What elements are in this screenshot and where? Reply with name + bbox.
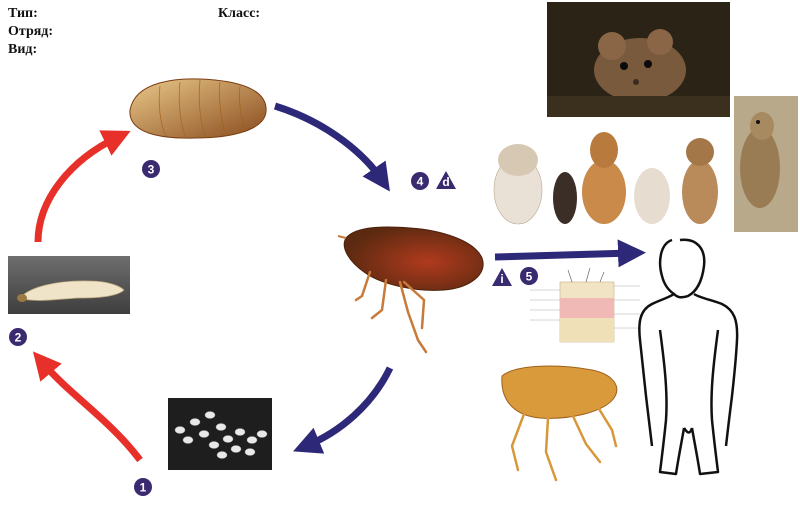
arrow-larva-to-pupa: [34, 130, 131, 243]
svg-text:4: 4: [417, 175, 424, 189]
arrow-adult-to-host: [494, 239, 646, 268]
dogs-and-cats-photo: [488, 130, 736, 232]
svg-text:3: 3: [148, 163, 155, 177]
svg-text:2: 2: [15, 331, 22, 345]
mouse-photo: [547, 2, 730, 117]
arrow-egg-to-larva: [32, 351, 143, 463]
badge-3: 3: [142, 160, 160, 178]
pupa-cocoon: [129, 78, 267, 139]
label-class: Класс:: [218, 6, 261, 21]
badge-1: 1: [134, 478, 152, 496]
eggs-photo: [168, 398, 272, 470]
skin-cross-section-diagram: [530, 267, 640, 343]
badge-5: 5: [520, 267, 538, 285]
human-host-silhouette: [638, 238, 739, 476]
badge-2: 2: [9, 328, 27, 346]
arrow-pupa-to-adult: [273, 102, 390, 192]
badge-4: 4: [411, 172, 429, 190]
label-type: Тип:: [8, 6, 38, 21]
svg-text:1: 1: [140, 481, 147, 495]
marker-d-triangle: d: [436, 171, 456, 189]
svg-text:i: i: [500, 272, 503, 286]
adult-flea-photo: [337, 226, 484, 354]
svg-text:5: 5: [526, 270, 533, 284]
arrow-adult-to-egg: [293, 366, 394, 454]
label-species: Вид:: [8, 42, 38, 57]
ground-squirrel-photo: [734, 96, 798, 232]
svg-text:d: d: [442, 175, 449, 189]
flea-closeup-photo: [501, 365, 618, 482]
larva-photo: [8, 256, 130, 314]
marker-i-triangle: i: [492, 268, 512, 286]
label-order: Отряд:: [8, 24, 54, 39]
